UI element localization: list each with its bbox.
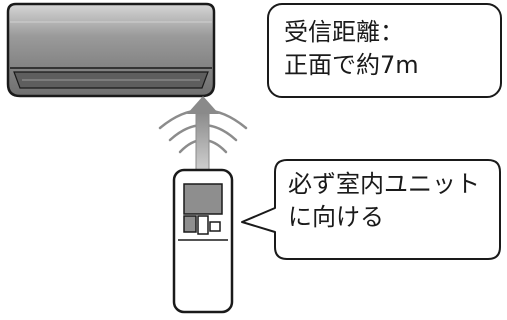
- aim-callout-line-1: 必ず室内ユニット: [288, 170, 480, 198]
- aim-callout-text: 必ず室内ユニット に向ける: [288, 168, 480, 234]
- aim-callout-box: [241, 159, 501, 260]
- range-callout-text: 受信距離： 正面で約7m: [284, 16, 419, 82]
- range-callout-line-2: 正面で約7m: [284, 51, 419, 79]
- remote-control-icon: [172, 168, 234, 314]
- range-callout-box: [267, 3, 502, 98]
- range-callout-line-1: 受信距離：: [284, 18, 404, 46]
- aim-callout-line-2: に向ける: [288, 203, 384, 231]
- air-conditioner-icon: [6, 2, 216, 98]
- arrow-up-icon: [187, 96, 219, 171]
